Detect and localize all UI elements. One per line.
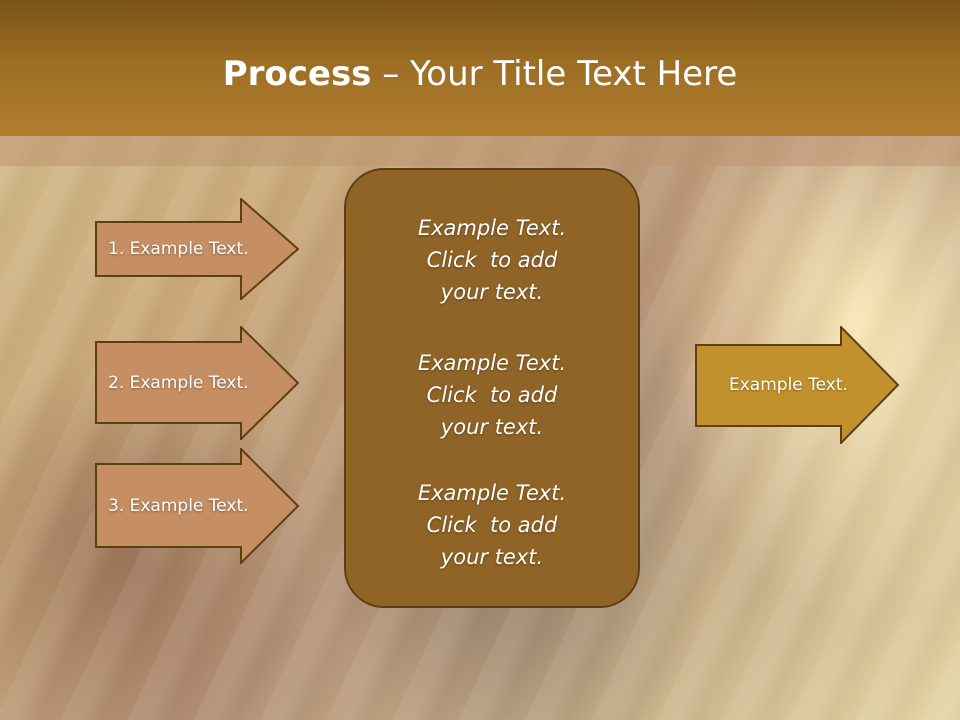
step-arrow-3[interactable]: 3. Example Text. [95, 448, 299, 564]
center-line: Example Text. [417, 351, 567, 375]
arrow-shape [695, 326, 899, 444]
result-arrow-label: Example Text. [729, 375, 848, 395]
step-arrow-label: 2. Example Text. [108, 373, 249, 393]
center-line: Click to add [426, 248, 558, 272]
slide-title-bold: Process [222, 54, 372, 94]
center-text-box[interactable] [344, 168, 640, 608]
center-line: your text. [440, 280, 544, 304]
slide-title-rest: – Your Title Text Here [371, 54, 738, 94]
center-line: Click to add [426, 383, 558, 407]
slide-title[interactable]: Process – Your Title Text Here [0, 52, 960, 96]
center-line: Example Text. [417, 216, 567, 240]
step-arrow-label: 1. Example Text. [108, 239, 249, 259]
header-strip [0, 136, 960, 166]
center-line: your text. [440, 415, 544, 439]
arrow-shape [95, 326, 299, 440]
step-arrow-2[interactable]: 2. Example Text. [95, 326, 299, 440]
center-text-block-2: Example Text. Click to add your text. [344, 347, 640, 443]
arrow-shape [95, 198, 299, 300]
result-arrow[interactable]: Example Text. [695, 326, 899, 444]
arrow-shape [95, 448, 299, 564]
center-line: your text. [440, 545, 544, 569]
title-bar [0, 0, 960, 136]
center-text-block-3: Example Text. Click to add your text. [344, 477, 640, 573]
step-arrow-label: 3. Example Text. [108, 496, 249, 516]
step-arrow-1[interactable]: 1. Example Text. [95, 198, 299, 300]
center-line: Example Text. [417, 481, 567, 505]
center-line: Click to add [426, 513, 558, 537]
center-text-block-1: Example Text. Click to add your text. [344, 212, 640, 308]
